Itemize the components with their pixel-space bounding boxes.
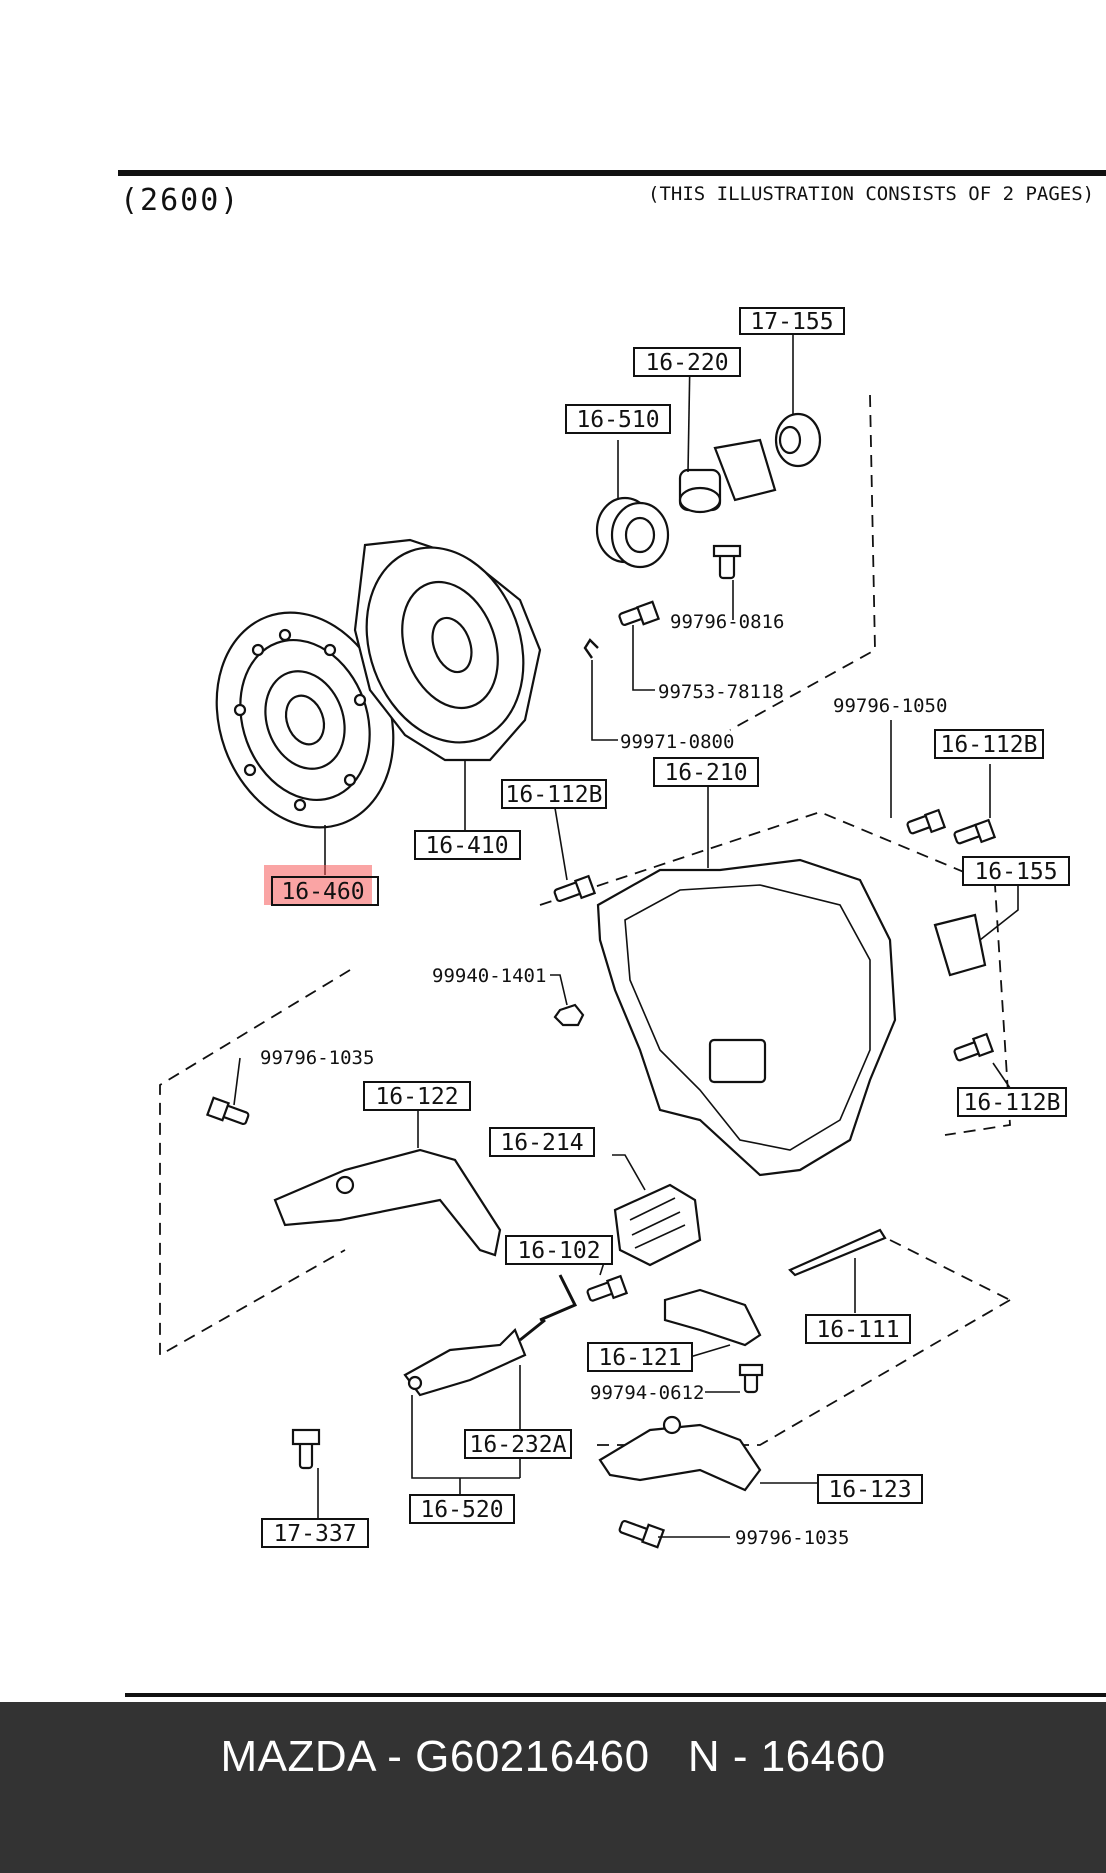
label-16-121[interactable]: 16-121 [587, 1342, 693, 1372]
bolt-icon[interactable] [586, 1274, 629, 1302]
label-17-337[interactable]: 17-337 [261, 1518, 369, 1548]
pilot-bearing[interactable] [774, 412, 822, 468]
clip-icon[interactable] [583, 638, 599, 659]
oem-part-number: G60216460 [415, 1732, 650, 1781]
boot[interactable] [613, 1183, 702, 1267]
svg-text:16-410: 16-410 [425, 833, 508, 859]
illustration-code: (2600) [120, 183, 240, 218]
svg-text:16-102: 16-102 [517, 1238, 600, 1264]
label-16-210[interactable]: 16-210 [653, 757, 759, 787]
group-outline-bottom [590, 1299, 1011, 1446]
label-16-112B-left[interactable]: 16-112B [501, 779, 607, 809]
label-16-112B-bottom[interactable]: 16-112B [957, 1087, 1067, 1117]
label-16-155[interactable]: 16-155 [962, 856, 1070, 886]
bolt-icon[interactable] [712, 544, 742, 580]
svg-text:16-155: 16-155 [974, 859, 1057, 885]
label-16-220[interactable]: 16-220 [633, 347, 741, 377]
highlighted-part-marker [264, 865, 372, 905]
svg-text:16-510: 16-510 [576, 407, 659, 433]
svg-text:16-214: 16-214 [500, 1130, 583, 1156]
leader-99971-0800 [591, 660, 618, 741]
svg-text:16-121: 16-121 [598, 1345, 681, 1371]
svg-text:16-520: 16-520 [420, 1497, 503, 1523]
leader-16-214 [612, 1154, 646, 1191]
header-rule [118, 170, 1106, 176]
leader-99753-78118 [632, 625, 655, 691]
part-number[interactable]: 99794-0612 [590, 1382, 704, 1404]
release-bearing[interactable] [595, 496, 670, 569]
bolt-icon[interactable] [291, 1428, 321, 1470]
part-number[interactable]: 99796-1050 [833, 695, 947, 717]
label-16-232A[interactable]: 16-232A [464, 1429, 572, 1459]
part-number[interactable]: 99971-0800 [620, 731, 734, 753]
label-17-155[interactable]: 17-155 [739, 307, 845, 335]
bolt-icon[interactable] [618, 600, 661, 626]
clutch-cover[interactable] [340, 525, 549, 764]
svg-text:16-210: 16-210 [664, 760, 747, 786]
svg-text:16-460: 16-460 [281, 879, 364, 905]
leader-16-155 [979, 885, 1019, 941]
svg-text:16-232A: 16-232A [470, 1432, 567, 1458]
part-number[interactable]: 99796-1035 [260, 1047, 374, 1069]
leader-16-121 [689, 1344, 731, 1358]
part-number[interactable]: 99796-0816 [670, 611, 784, 633]
label-16-112B-top[interactable]: 16-112B [934, 729, 1044, 759]
svg-text:16-111: 16-111 [816, 1317, 899, 1343]
brand-name: MAZDA [220, 1732, 375, 1781]
bracket-16-121[interactable] [663, 1288, 762, 1347]
label-16-460[interactable]: 16-460 [271, 876, 379, 906]
group-outline-left [159, 969, 351, 1357]
bolt-icon[interactable] [953, 818, 997, 845]
bracket-16-122[interactable] [273, 1148, 502, 1257]
label-16-111[interactable]: 16-111 [805, 1314, 911, 1344]
leader-16-112B-left [554, 807, 568, 881]
spring-clip[interactable] [519, 1274, 578, 1342]
label-16-102[interactable]: 16-102 [505, 1235, 613, 1265]
part-number[interactable]: 99940-1401 [432, 965, 546, 987]
caption-separator: - [374, 1732, 416, 1781]
group-outline-top [729, 394, 876, 731]
svg-text:17-337: 17-337 [273, 1521, 356, 1547]
clutch-housing[interactable] [596, 858, 987, 1177]
svg-text:16-220: 16-220 [645, 350, 728, 376]
label-16-520[interactable]: 16-520 [409, 1494, 515, 1524]
release-fork[interactable] [403, 1328, 527, 1397]
svg-text:16-112B: 16-112B [506, 782, 603, 808]
caption-bar: MAZDA - G60216460 N - 16460 [0, 1702, 1106, 1873]
leader-99796-1035-top [233, 1057, 241, 1106]
svg-text:17-155: 17-155 [750, 309, 833, 335]
part-number[interactable]: 99796-1035 [735, 1527, 849, 1549]
leader-16-520 [411, 1395, 520, 1495]
bolt-icon[interactable] [906, 808, 947, 835]
leader-16-112B-bottom [992, 1062, 1011, 1089]
part-number[interactable]: 99753-78118 [658, 681, 784, 703]
bolt-icon[interactable] [953, 1032, 995, 1062]
pages-note: (THIS ILLUSTRATION CONSISTS OF 2 PAGES) [648, 183, 1094, 205]
svg-text:16-123: 16-123 [828, 1477, 911, 1503]
dust-cover[interactable] [788, 1228, 887, 1277]
clutch-disc[interactable] [188, 588, 423, 853]
svg-text:16-112B: 16-112B [941, 732, 1038, 758]
group-outline-right [889, 1239, 1011, 1301]
bolt-icon[interactable] [738, 1363, 764, 1394]
label-16-510[interactable]: 16-510 [565, 404, 671, 434]
bolt-icon[interactable] [553, 874, 597, 903]
bolt-icon[interactable] [618, 1519, 666, 1549]
caption-text: MAZDA - G60216460 N - 16460 [0, 1732, 1106, 1782]
clutch-parts-diagram: (2600) (THIS ILLUSTRATION CONSISTS OF 2 … [118, 170, 1106, 1697]
svg-text:16-112B: 16-112B [964, 1090, 1061, 1116]
footer-rule [125, 1693, 1106, 1697]
release-collar-guide[interactable] [678, 438, 777, 514]
leader-99940-1401 [550, 974, 568, 1006]
label-16-410[interactable]: 16-410 [414, 830, 521, 860]
short-part-number: N - 16460 [687, 1732, 886, 1781]
bracket-16-123[interactable] [598, 1415, 762, 1492]
bolt-icon[interactable] [205, 1096, 250, 1126]
svg-text:16-122: 16-122 [375, 1084, 458, 1110]
label-16-214[interactable]: 16-214 [489, 1127, 595, 1157]
nut-icon[interactable] [553, 1003, 585, 1027]
label-16-122[interactable]: 16-122 [363, 1081, 471, 1111]
label-16-123[interactable]: 16-123 [817, 1474, 923, 1504]
